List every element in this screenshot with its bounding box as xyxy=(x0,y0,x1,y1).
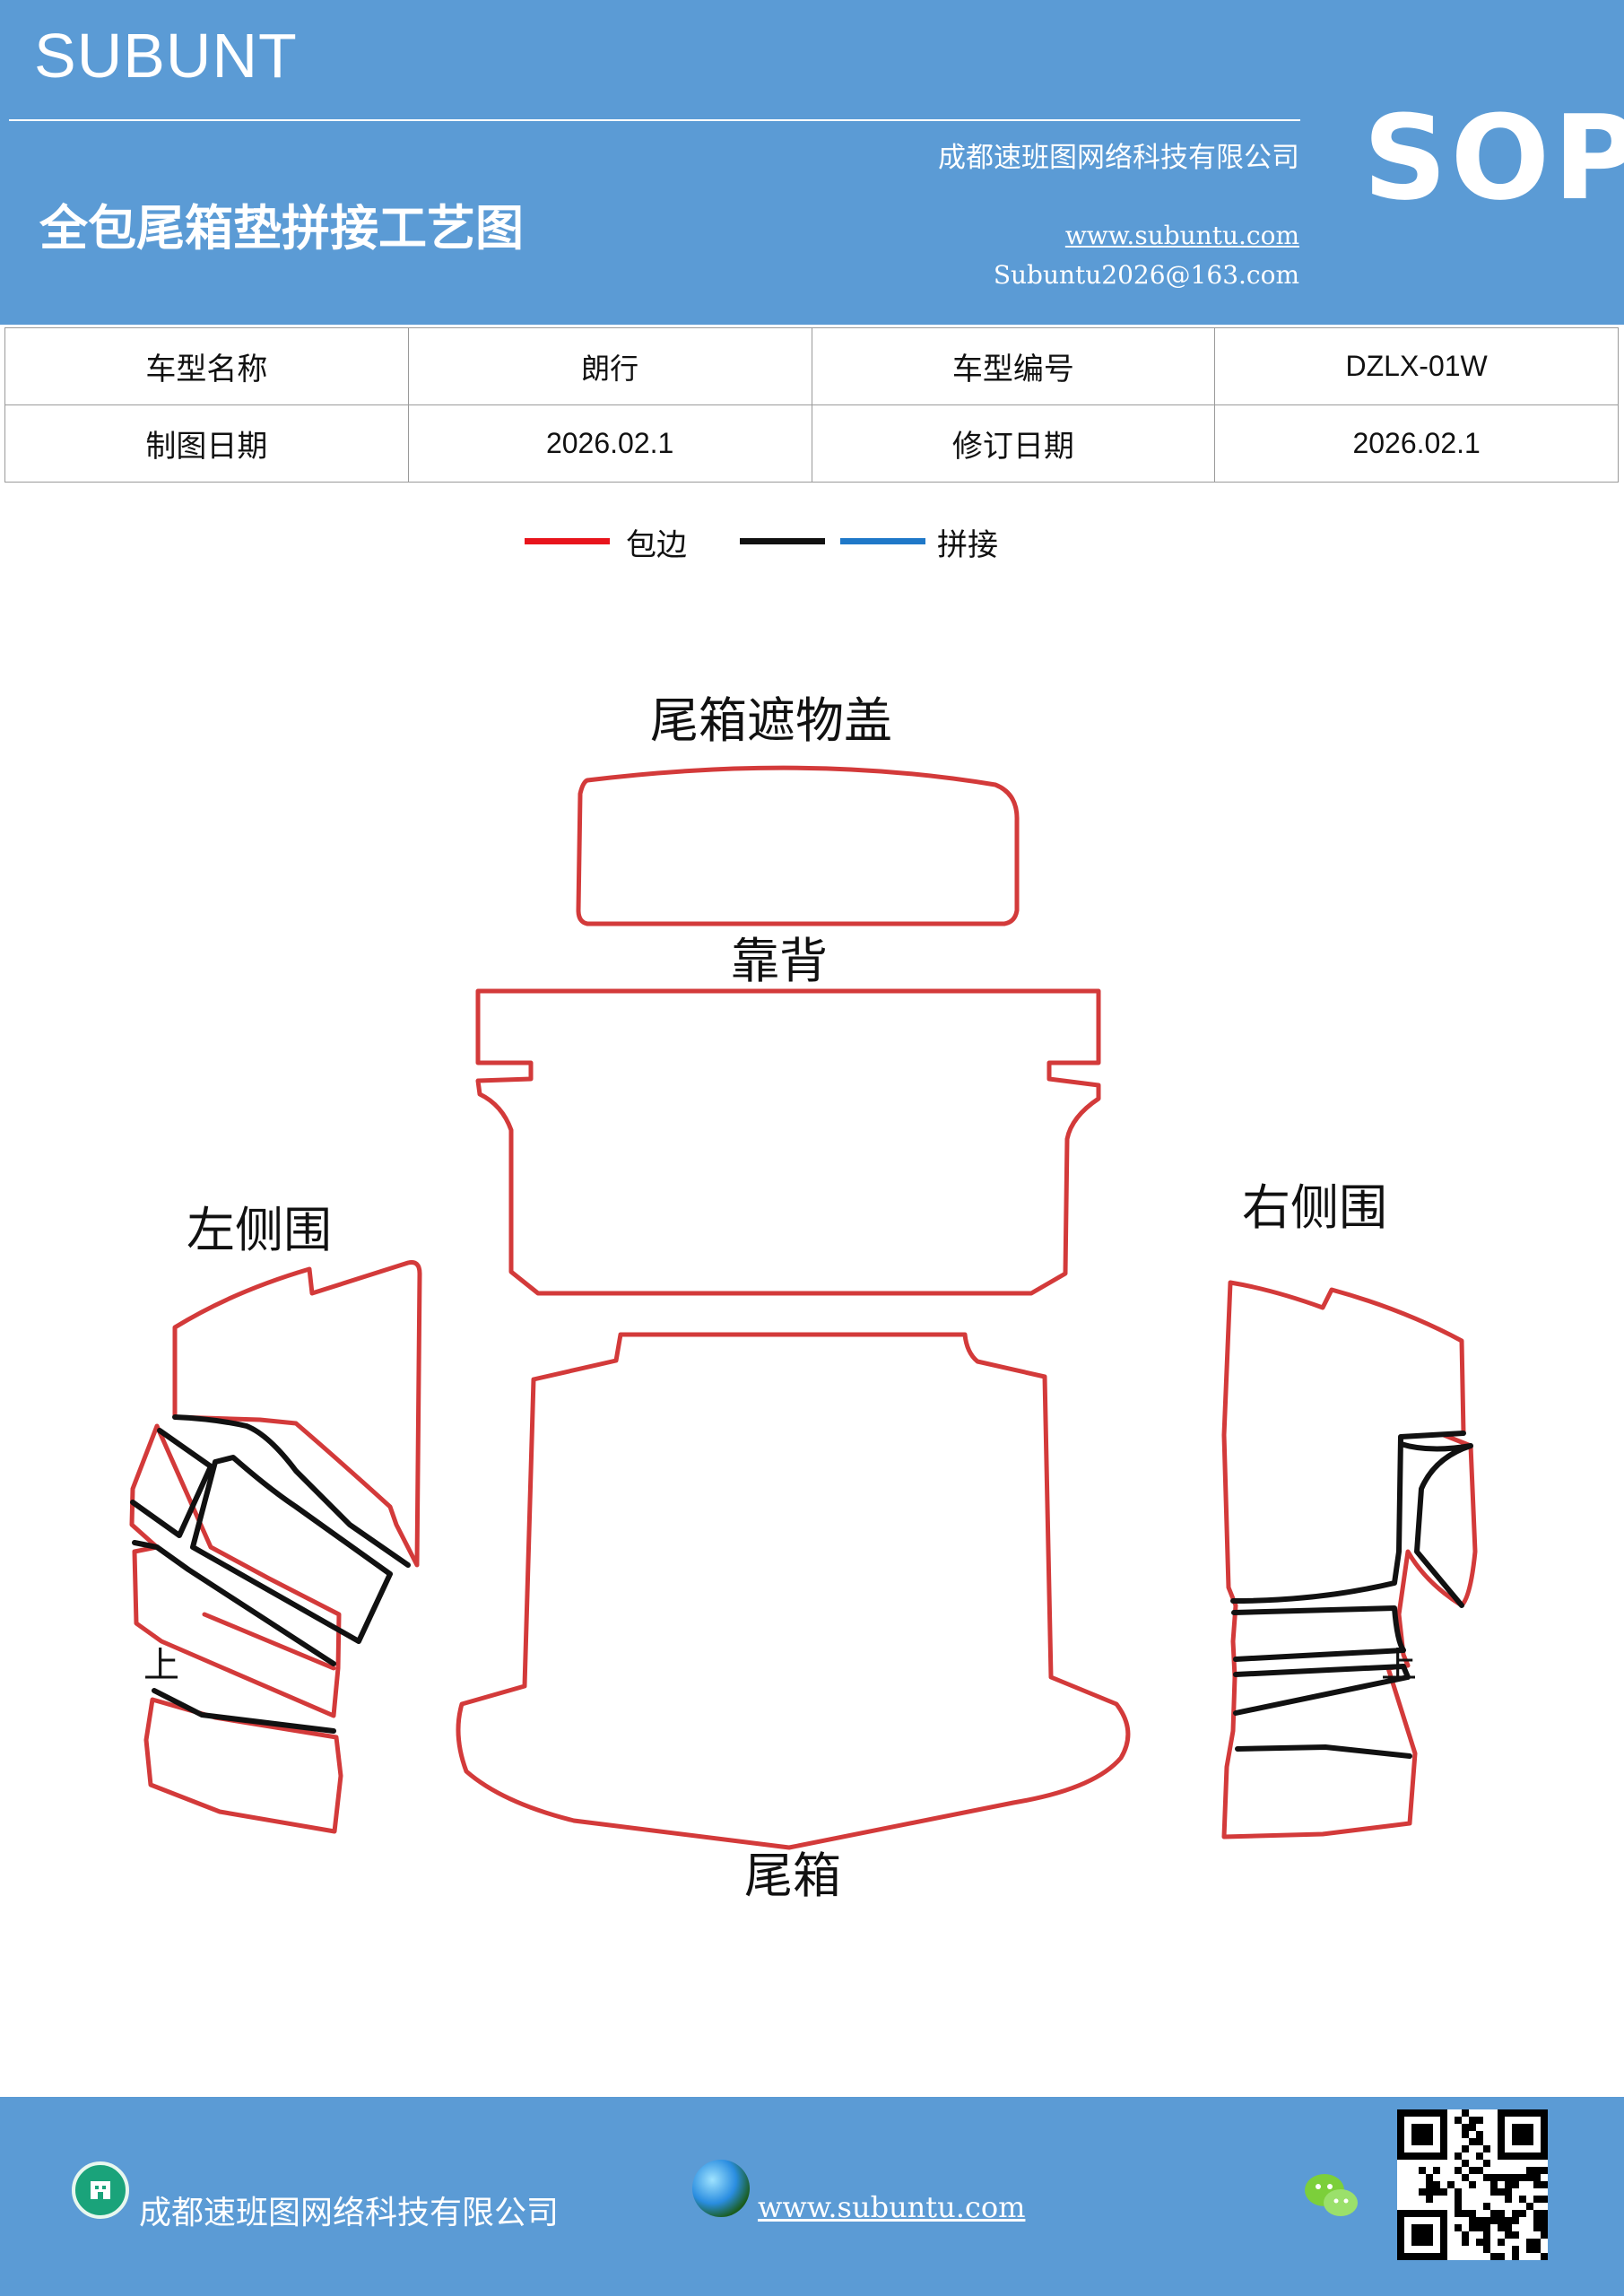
legend: 包边 拼接 xyxy=(0,520,1624,574)
table-label: 修订日期 xyxy=(811,404,1216,483)
footer-banner: 成都速班图网络科技有限公司 www.subuntu.com xyxy=(0,2097,1624,2296)
legend-label-edging: 包边 xyxy=(626,527,687,563)
legend-swatch-black xyxy=(740,538,825,544)
table-label: 车型编号 xyxy=(811,327,1216,405)
table-value: 2026.02.1 xyxy=(1214,404,1619,483)
mat-layout-diagram: 尾箱遮物盖 靠背 左侧围 右侧围 尾箱 上 上 xyxy=(129,692,1478,1904)
sop-badge: SOP xyxy=(1363,90,1624,226)
backrest-piece xyxy=(475,988,1101,1296)
cargo-cover-piece xyxy=(576,765,1020,926)
wechat-icon[interactable] xyxy=(1300,2169,1363,2222)
table-row: 车型名称 朗行 车型编号 DZLX-01W xyxy=(4,327,1619,405)
right-side-piece xyxy=(1221,1280,1478,1839)
trunk-floor-piece xyxy=(456,1332,1131,1850)
left-side-accent xyxy=(202,1612,336,1671)
table-value: DZLX-01W xyxy=(1214,327,1619,405)
label-backrest: 靠背 xyxy=(731,933,828,989)
label-up-right: 上 xyxy=(1381,1645,1417,1686)
left-side-lower-piece xyxy=(129,1423,342,1718)
footer-website-link[interactable]: www.subuntu.com xyxy=(758,2190,1026,2224)
email-address: Subuntu2026@163.com xyxy=(993,260,1299,290)
legend-swatch-edging xyxy=(525,538,610,544)
label-trunk: 尾箱 xyxy=(744,1848,841,1904)
legend-label-splice: 拼接 xyxy=(937,527,998,563)
vehicle-info-table: 车型名称 朗行 车型编号 DZLX-01W 制图日期 2026.02.1 修订日… xyxy=(4,327,1619,483)
brand-logo-text: SUBUNT xyxy=(34,21,298,91)
table-label: 车型名称 xyxy=(4,327,409,405)
globe-icon xyxy=(692,2160,750,2217)
table-row: 制图日期 2026.02.1 修订日期 2026.02.1 xyxy=(4,404,1619,483)
company-icon xyxy=(72,2161,129,2219)
footer-company-name: 成都速班图网络科技有限公司 xyxy=(139,2195,560,2231)
table-label: 制图日期 xyxy=(4,404,409,483)
splice-seams xyxy=(130,1414,1473,1759)
label-left-side: 左侧围 xyxy=(187,1202,332,1258)
label-right-side: 右侧围 xyxy=(1242,1179,1387,1236)
company-name: 成都速班图网络科技有限公司 xyxy=(938,142,1299,174)
label-up-left: 上 xyxy=(143,1645,179,1686)
table-value: 2026.02.1 xyxy=(407,404,812,483)
qr-code[interactable] xyxy=(1397,2109,1548,2260)
label-cargo-cover: 尾箱遮物盖 xyxy=(650,692,892,749)
legend-swatch-splice xyxy=(840,538,925,544)
header-divider xyxy=(9,119,1300,121)
table-value: 朗行 xyxy=(407,327,812,405)
header-banner: SUBUNT 全包尾箱垫拼接工艺图 成都速班图网络科技有限公司 www.subu… xyxy=(0,0,1624,325)
website-link[interactable]: www.subuntu.com xyxy=(1064,221,1299,250)
left-side-upper-piece xyxy=(172,1260,422,1568)
document-title: 全包尾箱垫拼接工艺图 xyxy=(39,199,524,257)
